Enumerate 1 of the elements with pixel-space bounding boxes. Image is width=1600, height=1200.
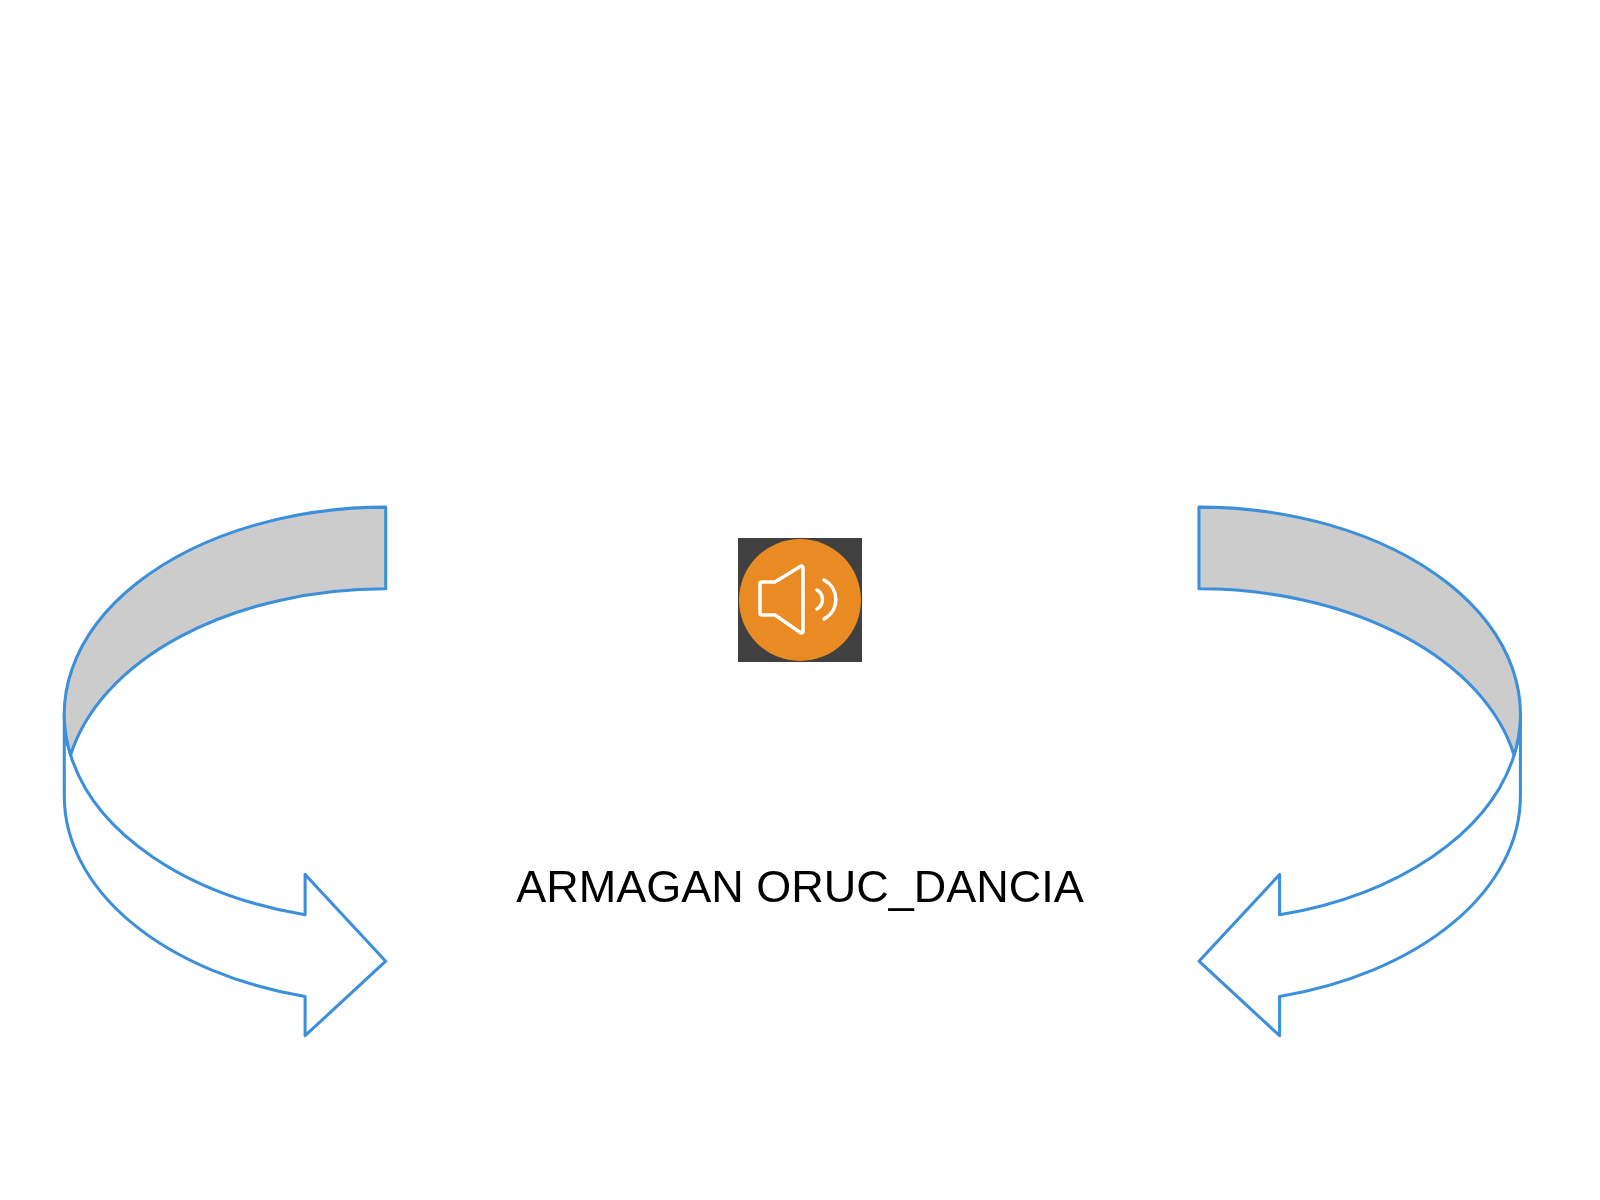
slide-text: ARMAGAN ORUC_DANCIA [516,864,1084,909]
